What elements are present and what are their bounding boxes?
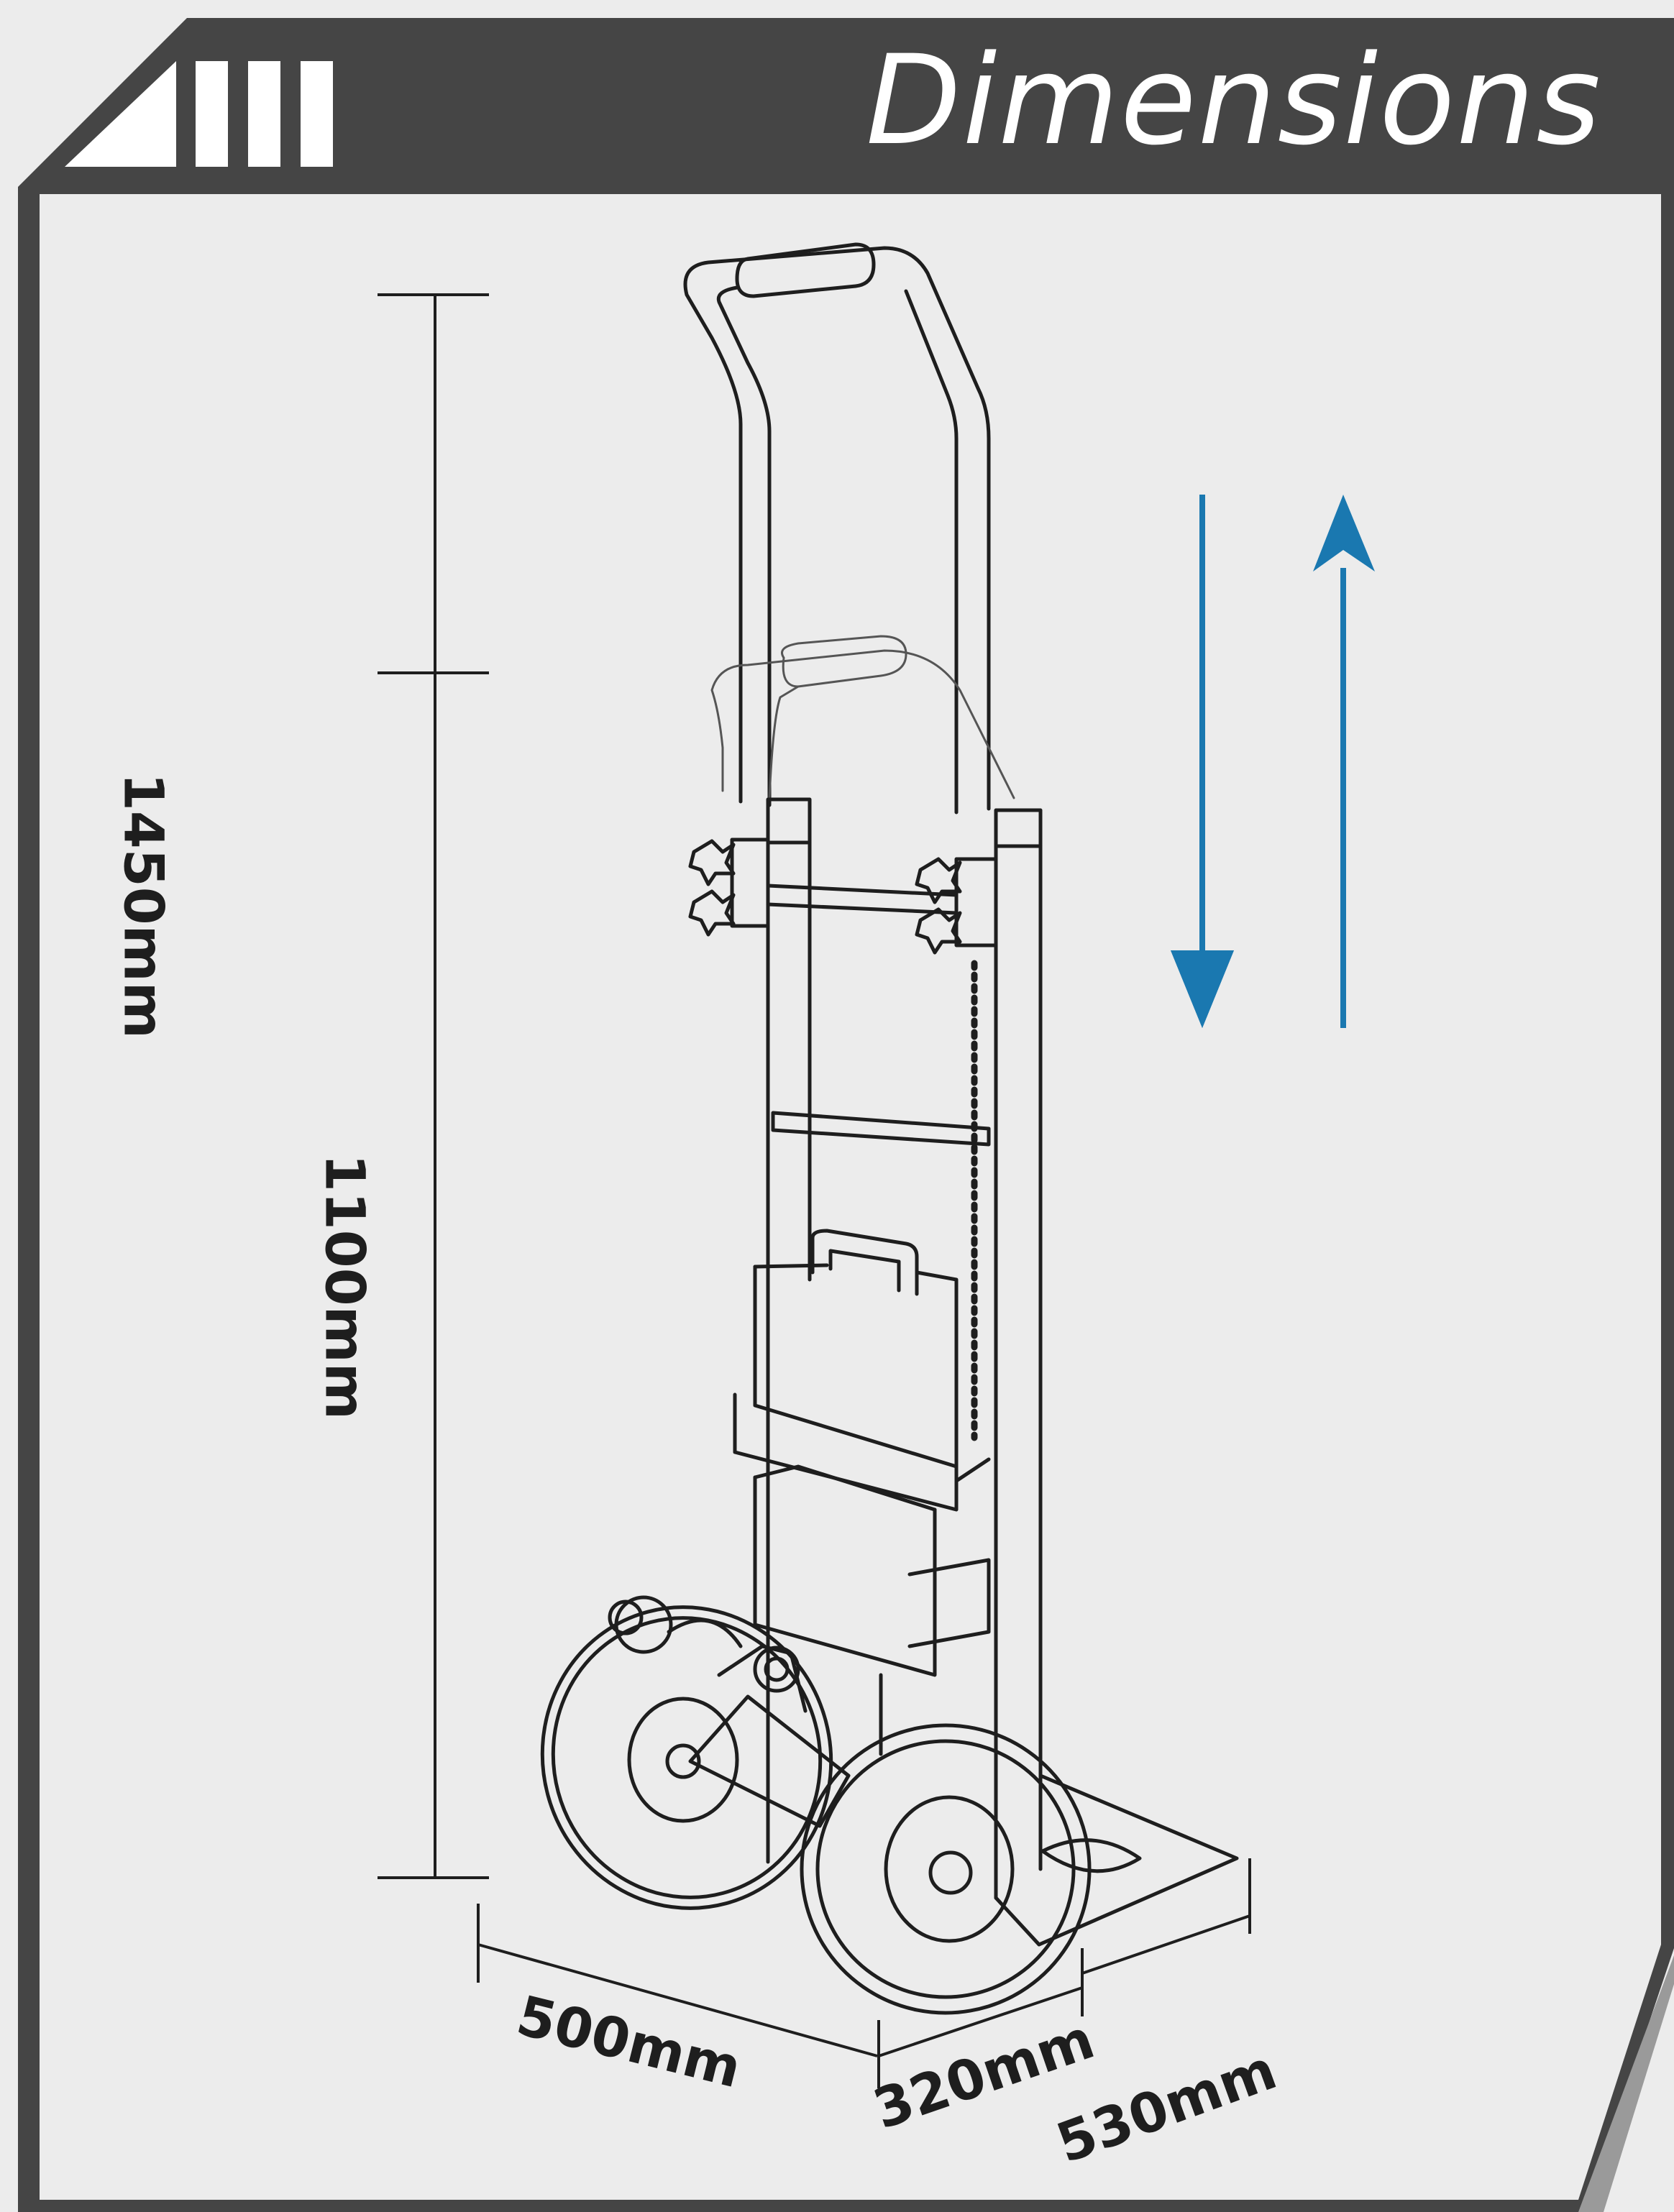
content-panel — [40, 194, 1661, 2200]
height-dimension-lines — [378, 293, 489, 1879]
hand-truck-illustration — [540, 242, 1239, 2015]
page-title: Dimensions — [866, 28, 1602, 173]
arrow-up-icon — [1313, 495, 1375, 1028]
height-min-label: 1100mm — [313, 1154, 378, 1420]
base-dimension-lines — [477, 1858, 1251, 2088]
arrow-down-icon — [1171, 495, 1234, 1028]
logo-bars-icon — [65, 61, 333, 167]
corner-shadow — [1578, 1955, 1674, 2212]
height-max-label: 1450mm — [111, 773, 176, 1039]
